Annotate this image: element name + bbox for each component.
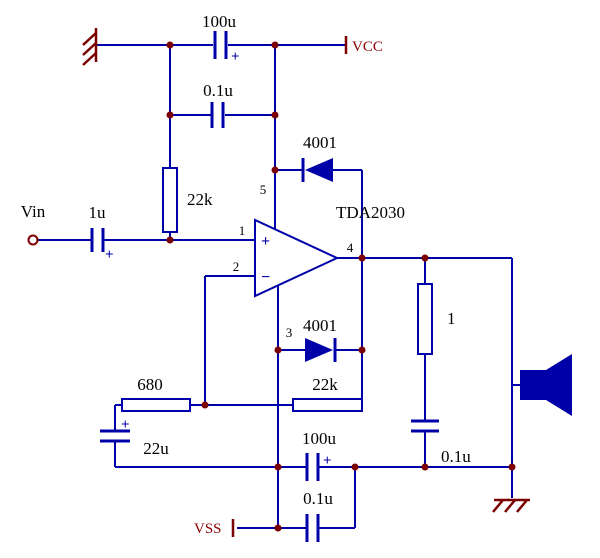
r3-value: 680 (137, 375, 163, 394)
earth-ground-bottom-icon (492, 498, 530, 513)
r2-value: 22k (312, 375, 338, 394)
capacitor-c2-0.1u: 0.1u (203, 81, 233, 128)
r1-value: 22k (187, 190, 213, 209)
junction-dot (274, 346, 282, 354)
opamp-tda2030: + − TDA2030 1 2 3 4 5 (233, 182, 405, 340)
junction-dot (201, 401, 209, 409)
junction-dot (358, 254, 366, 262)
capacitor-c5-100u: 100u + (302, 429, 337, 481)
vin-label: Vin (21, 202, 46, 221)
c3-value: 1u (89, 203, 107, 222)
c3-plus-mark: + (105, 247, 114, 263)
speaker-icon (520, 354, 572, 416)
pin3-label: 3 (286, 325, 293, 340)
junction-dot (166, 41, 174, 49)
pin1-label: 1 (239, 223, 246, 238)
c5-value: 100u (302, 429, 337, 448)
c4-plus-mark: + (121, 417, 130, 433)
capacitor-c1-100u: 100u + (202, 12, 240, 65)
c7-value: 0.1u (441, 447, 471, 466)
capacitor-c7-0.1u: 0.1u (411, 419, 471, 466)
input-pad-icon (27, 234, 39, 246)
c6-value: 0.1u (303, 489, 333, 508)
junction-dot (274, 463, 282, 471)
pin2-label: 2 (233, 259, 240, 274)
capacitor-c6-0.1u: 0.1u (303, 489, 333, 542)
junction-dot (274, 524, 282, 532)
junction-dots (166, 41, 516, 532)
c1-plus-mark: + (231, 49, 240, 65)
vss-label: VSS (194, 521, 222, 537)
diode-d2-4001: 4001 (303, 316, 337, 362)
c2-value: 0.1u (203, 81, 233, 100)
earth-ground-top-icon (82, 28, 98, 66)
vin-terminal: Vin (21, 202, 46, 246)
c1-value: 100u (202, 12, 237, 31)
pin5-label: 5 (260, 182, 267, 197)
resistor-r4-1: 1 (417, 283, 456, 355)
vss-terminal: VSS (194, 519, 235, 537)
junction-dot (166, 236, 174, 244)
vcc-label: VCC (352, 39, 383, 55)
junction-dot (508, 463, 516, 471)
opamp-minus-input-mark: − (261, 269, 270, 286)
junction-dot (351, 463, 359, 471)
opamp-plus-input-mark: + (261, 233, 270, 250)
capacitor-c3-1u: 1u + (89, 203, 114, 263)
r4-value: 1 (447, 309, 456, 328)
c5-plus-mark: + (323, 453, 332, 469)
opamp-triangle (254, 218, 340, 298)
junction-dot (271, 166, 279, 174)
diode-d1-4001: 4001 (301, 133, 337, 182)
ic-name-label: TDA2030 (336, 203, 405, 222)
resistor-r3-680: 680 (121, 375, 191, 412)
d1-value: 4001 (303, 133, 337, 152)
resistor-r2-22k: 22k (292, 375, 363, 412)
capacitor-c4-22u: 22u + (100, 417, 169, 458)
wires (38, 44, 520, 529)
junction-dot (271, 41, 279, 49)
d2-value: 4001 (303, 316, 337, 335)
junction-dot (421, 254, 429, 262)
c4-value: 22u (143, 439, 169, 458)
junction-dot (166, 111, 174, 119)
junction-dot (358, 346, 366, 354)
junction-dot (271, 111, 279, 119)
vcc-terminal: VCC (344, 36, 383, 55)
junction-dot (421, 463, 429, 471)
pin4-label: 4 (347, 240, 354, 255)
resistor-r1-22k: 22k (162, 167, 213, 233)
